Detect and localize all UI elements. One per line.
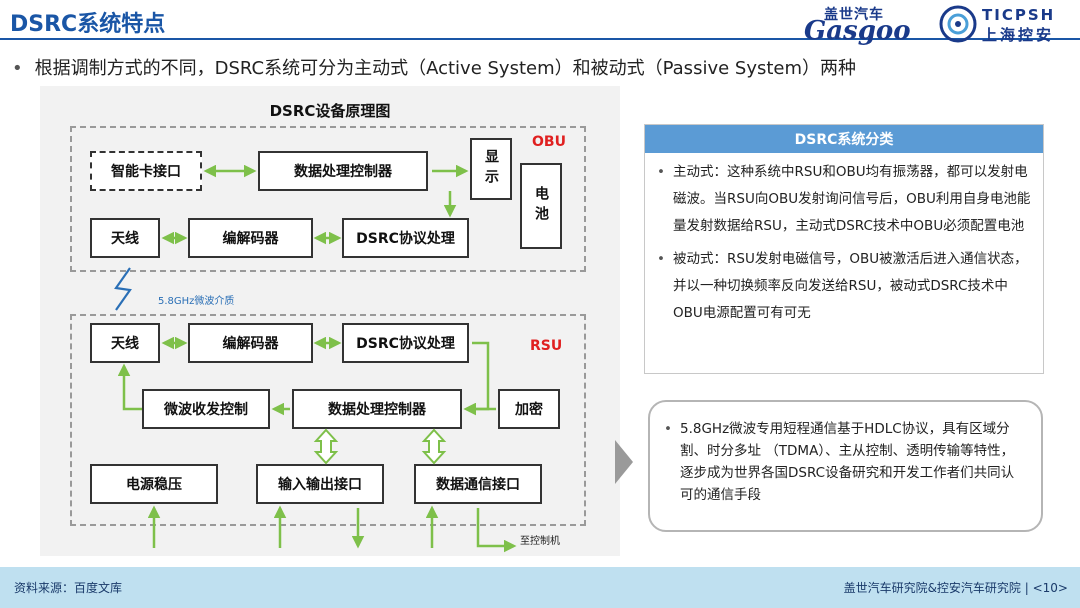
panel-item-text: 主动式：这种系统中RSU和OBU均有振荡器，都可以发射电磁波。当RSU向OBU发… — [673, 164, 1031, 234]
connector-to-controller — [476, 508, 517, 553]
rsu-datacomm-block: 数据通信接口 — [414, 464, 542, 504]
obu-display-block: 显示 — [470, 138, 512, 200]
lightning-icon — [114, 267, 132, 311]
footer-org-page: 盖世汽车研究院&控安汽车研究院 | <10> — [843, 581, 1068, 595]
rsu-encrypt-block: 加密 — [498, 389, 560, 429]
connector-protocol-dp — [463, 341, 490, 416]
bullet-icon: • — [664, 421, 672, 437]
obu-region — [70, 126, 586, 272]
gasgoo-logo-cn: 盖世汽车 — [824, 7, 884, 23]
ticpsh-emblem-icon — [939, 5, 977, 43]
obu-protocol-block: DSRC协议处理 — [342, 218, 469, 258]
header-divider — [0, 38, 1080, 40]
gasgoo-logo: 盖世汽车 Gasgoo — [796, 4, 924, 46]
footer-bar: 资料来源：百度文库 盖世汽车研究院&控安汽车研究院 | <10> — [0, 567, 1080, 608]
rsu-codec-block: 编解码器 — [188, 323, 313, 363]
classification-panel: DSRC系统分类 • 主动式：这种系统中RSU和OBU均有振荡器，都可以发射电磁波… — [644, 124, 1044, 374]
connector-microwave-antenna — [117, 363, 142, 411]
ticpsh-logo-cn: 上海控安 — [982, 26, 1055, 44]
bullet-icon: • — [12, 58, 23, 79]
diagram-title: DSRC设备原理图 — [269, 102, 391, 120]
wave-medium-label: 5.8GHz微波介质 — [158, 296, 235, 307]
obu-smartcard-block: 智能卡接口 — [90, 151, 202, 191]
to-controller-label: 至控制机 — [520, 536, 560, 547]
rsu-power-block: 电源稳压 — [90, 464, 218, 504]
obu-label: OBU — [532, 134, 566, 150]
panel-heading: DSRC系统分类 — [645, 125, 1043, 153]
rsu-protocol-block: DSRC协议处理 — [342, 323, 469, 363]
rsu-label: RSU — [530, 338, 563, 354]
bullet-icon: • — [657, 251, 665, 267]
hdlc-note-text: 5.8GHz微波专用短程通信基于HDLC协议，具有区域分割、时分多址 （TDMA… — [680, 421, 1015, 503]
panel-item-text: 被动式：RSU发射电磁信号，OBU被激活后进入通信状态，并以一种切换频率反向发送… — [673, 251, 1028, 321]
rsu-microwave-block: 微波收发控制 — [142, 389, 270, 429]
obu-antenna-block: 天线 — [90, 218, 160, 258]
slide-title: DSRC系统特点 — [10, 12, 166, 37]
rsu-io-block: 输入输出接口 — [256, 464, 384, 504]
hollow-arrow-dp-io — [313, 428, 339, 465]
panel-item-passive: • 被动式：RSU发射电磁信号，OBU被激活后进入通信状态，并以一种切换频率反向发… — [657, 246, 1031, 327]
hollow-arrow-dp-datacomm — [421, 428, 447, 465]
obu-battery-block: 电池 — [520, 163, 562, 249]
subtitle-text: 根据调制方式的不同，DSRC系统可分为主动式（Active System）和被动… — [34, 58, 857, 79]
ticpsh-logo: TICPSH 上海控安 — [934, 4, 1080, 44]
subtitle: • 根据调制方式的不同，DSRC系统可分为主动式（Active System）和被… — [12, 54, 856, 80]
hdlc-note: • 5.8GHz微波专用短程通信基于HDLC协议，具有区域分割、时分多址 （TDM… — [664, 418, 1027, 506]
rsu-dp-controller-block: 数据处理控制器 — [292, 389, 462, 429]
chevron-right-icon — [615, 440, 633, 484]
obu-dp-controller-block: 数据处理控制器 — [258, 151, 428, 191]
bullet-icon: • — [657, 164, 665, 180]
obu-codec-block: 编解码器 — [188, 218, 313, 258]
rsu-region — [70, 314, 586, 526]
hdlc-note-box: • 5.8GHz微波专用短程通信基于HDLC协议，具有区域分割、时分多址 （TDM… — [648, 400, 1043, 532]
panel-item-active: • 主动式：这种系统中RSU和OBU均有振荡器，都可以发射电磁波。当RSU向OBU… — [657, 159, 1031, 240]
gasgoo-logo-en: Gasgoo — [804, 16, 911, 46]
rsu-antenna-block: 天线 — [90, 323, 160, 363]
footer-source: 资料来源：百度文库 — [14, 581, 123, 595]
ticpsh-logo-en: TICPSH — [982, 6, 1056, 24]
